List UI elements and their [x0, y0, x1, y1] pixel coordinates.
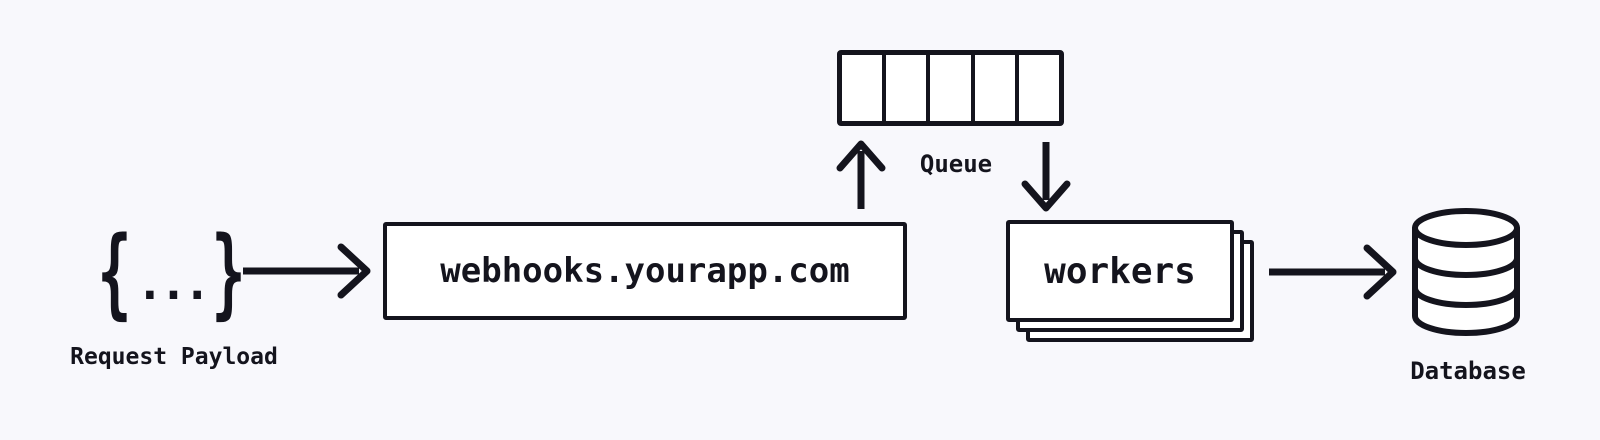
webhooks-server-node: webhooks.yourapp.com [383, 222, 907, 320]
queue-cell [842, 55, 887, 121]
open-brace-glyph: { [97, 216, 132, 330]
queue-cell [1019, 55, 1059, 121]
queue-label: Queue [919, 150, 993, 178]
arrow-workers-to-database-icon [1269, 244, 1397, 300]
close-brace-glyph: } [211, 216, 246, 330]
queue-node [837, 50, 1064, 126]
workers-node: workers [1006, 220, 1234, 322]
request-payload-label: Request Payload [70, 344, 278, 370]
webhooks-server-label: webhooks.yourapp.com [440, 251, 850, 291]
queue-cell [930, 55, 975, 121]
queue-cell [975, 55, 1019, 121]
arrow-payload-to-server-icon [243, 243, 371, 299]
workers-label: workers [1044, 250, 1196, 292]
database-cylinder-icon [1412, 208, 1520, 336]
database-label: Database [1410, 357, 1526, 385]
arrow-queue-to-workers-icon [1021, 142, 1071, 212]
payload-dots-glyph: ... [135, 256, 211, 310]
queue-cell [886, 55, 931, 121]
arrow-server-to-queue-icon [836, 140, 886, 209]
json-payload-icon: { ... } [94, 216, 249, 330]
